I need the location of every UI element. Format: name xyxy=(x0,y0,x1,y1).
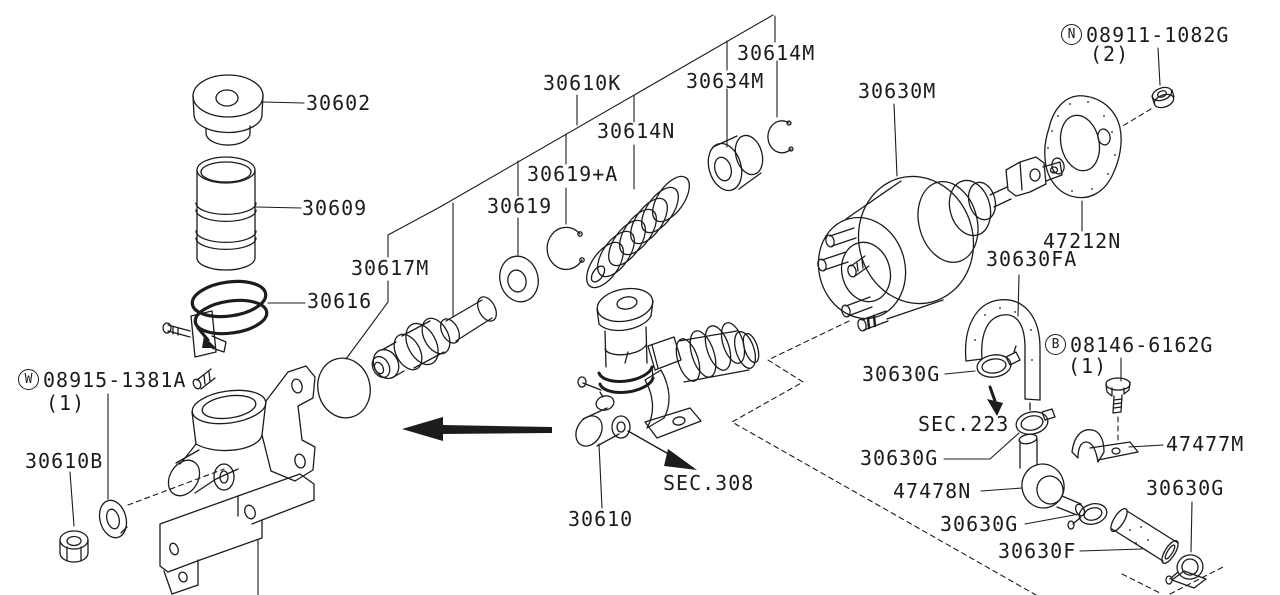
label-47477M: 47477M xyxy=(1166,434,1244,454)
label-30630G-mid: 30630G xyxy=(940,514,1018,534)
label-08915-1381A-text: 08915-1381A xyxy=(43,367,187,392)
clamp-30630G-mid-drawing xyxy=(1015,402,1056,435)
washer-30619-drawing xyxy=(499,255,539,303)
label-08146-6162G-text: 08146-6162G xyxy=(1070,332,1214,357)
spring-30614N-drawing xyxy=(586,175,690,289)
label-sec-308-text: SEC.308 xyxy=(663,471,755,495)
label-30630G-top: 30630G xyxy=(862,364,940,384)
label-30619: 30619 xyxy=(487,196,552,216)
label-08146-qty-text: (1) xyxy=(1068,354,1108,378)
piston-assembly-drawing xyxy=(317,296,497,419)
elbow-47478N-drawing xyxy=(1018,433,1086,517)
bolt-08146-drawing xyxy=(1105,377,1131,414)
cup-30634M-drawing xyxy=(707,134,764,192)
label-08915-qty: (1) xyxy=(46,393,85,413)
snap-ring-30619A-drawing xyxy=(546,226,585,270)
booster-30630M-drawing xyxy=(817,156,1063,332)
label-30609: 30609 xyxy=(302,198,367,218)
label-30630G-right: 30630G xyxy=(1146,478,1224,498)
label-sec-308: SEC.308 xyxy=(663,473,754,493)
label-30614M-text: 30614M xyxy=(737,41,816,65)
direction-arrow-left xyxy=(402,417,552,441)
label-30634M: 30634M xyxy=(686,71,764,91)
label-47477M-text: 47477M xyxy=(1166,432,1245,456)
label-47478N: 47478N xyxy=(893,481,971,501)
label-08915-qty-text: (1) xyxy=(46,391,86,415)
label-47212N: 47212N xyxy=(1043,231,1121,251)
label-30614N: 30614N xyxy=(597,121,675,141)
label-30630M: 30630M xyxy=(858,81,936,101)
label-30630FA-text: 30630FA xyxy=(986,247,1078,271)
label-30630G-left-text: 30630G xyxy=(860,446,939,470)
hose-clamp-screw-drawing xyxy=(162,310,227,358)
label-30602: 30602 xyxy=(306,93,371,113)
label-30610K: 30610K xyxy=(543,73,621,93)
label-30617M-text: 30617M xyxy=(351,256,430,280)
label-08146-qty: (1) xyxy=(1068,356,1107,376)
kit-leader-lines xyxy=(345,14,778,360)
circled-w-icon: W xyxy=(18,369,39,390)
label-30616-text: 30616 xyxy=(307,289,373,313)
label-sec-223-text: SEC.223 xyxy=(918,412,1010,436)
label-30610B: 30610B xyxy=(25,451,103,471)
circled-n-icon: N xyxy=(1061,24,1082,45)
snap-ring-30614M-drawing xyxy=(767,120,794,154)
nut-08911-drawing xyxy=(1151,86,1175,109)
label-30619-plus-A-text: 30619+A xyxy=(527,162,619,186)
label-30602-text: 30602 xyxy=(306,91,372,115)
band-30616-drawing xyxy=(190,279,269,336)
label-08911-qty: (2) xyxy=(1090,44,1129,64)
label-30610-text: 30610 xyxy=(568,507,634,531)
sec308-arrow xyxy=(627,430,697,470)
label-30617M: 30617M xyxy=(351,258,429,278)
label-30609-text: 30609 xyxy=(302,196,368,220)
dashed-boundary-lines xyxy=(127,108,1224,595)
cap-30602-drawing xyxy=(192,74,264,146)
sec223-arrow xyxy=(987,385,1003,416)
label-30619-plus-A: 30619+A xyxy=(527,164,618,184)
clamp-30630G-bottom-drawing xyxy=(1067,503,1108,530)
label-30630G-left: 30630G xyxy=(860,448,938,468)
label-47212N-text: 47212N xyxy=(1043,229,1122,253)
label-08911-1082G-text: 08911-1082G xyxy=(1086,22,1230,47)
gasket-47212N-drawing xyxy=(1044,95,1122,199)
label-30610K-text: 30610K xyxy=(543,71,622,95)
label-30614N-text: 30614N xyxy=(597,119,676,143)
label-30614M: 30614M xyxy=(737,43,815,63)
reservoir-30609-drawing xyxy=(195,156,257,271)
hose-30630FA-drawing xyxy=(964,299,1041,401)
label-leader-lines xyxy=(69,47,1193,595)
label-30610B-text: 30610B xyxy=(25,449,104,473)
label-sec-223: SEC.223 xyxy=(918,414,1009,434)
clamp-30630G-top-drawing xyxy=(976,345,1021,378)
label-30616: 30616 xyxy=(307,291,372,311)
washer-08915-drawing xyxy=(98,499,128,539)
master-cylinder-body-drawing xyxy=(167,365,316,497)
label-30630F-text: 30630F xyxy=(998,539,1077,563)
mounting-bracket-drawing xyxy=(159,473,315,595)
master-cylinder-30610-drawing xyxy=(575,287,760,447)
circled-b-icon: B xyxy=(1045,334,1066,355)
label-30634M-text: 30634M xyxy=(686,69,765,93)
label-08911-qty-text: (2) xyxy=(1090,42,1130,66)
label-30630F: 30630F xyxy=(998,541,1076,561)
label-30630G-mid-text: 30630G xyxy=(940,512,1019,536)
label-30630M-text: 30630M xyxy=(858,79,937,103)
hose-30630F-drawing xyxy=(1110,508,1179,564)
nut-30610B-drawing xyxy=(59,530,89,563)
label-30630G-top-text: 30630G xyxy=(862,362,941,386)
label-30619-text: 30619 xyxy=(487,194,553,218)
label-30610: 30610 xyxy=(568,509,633,529)
label-30630FA: 30630FA xyxy=(986,249,1077,269)
label-47478N-text: 47478N xyxy=(893,479,972,503)
label-30630G-right-text: 30630G xyxy=(1146,476,1225,500)
